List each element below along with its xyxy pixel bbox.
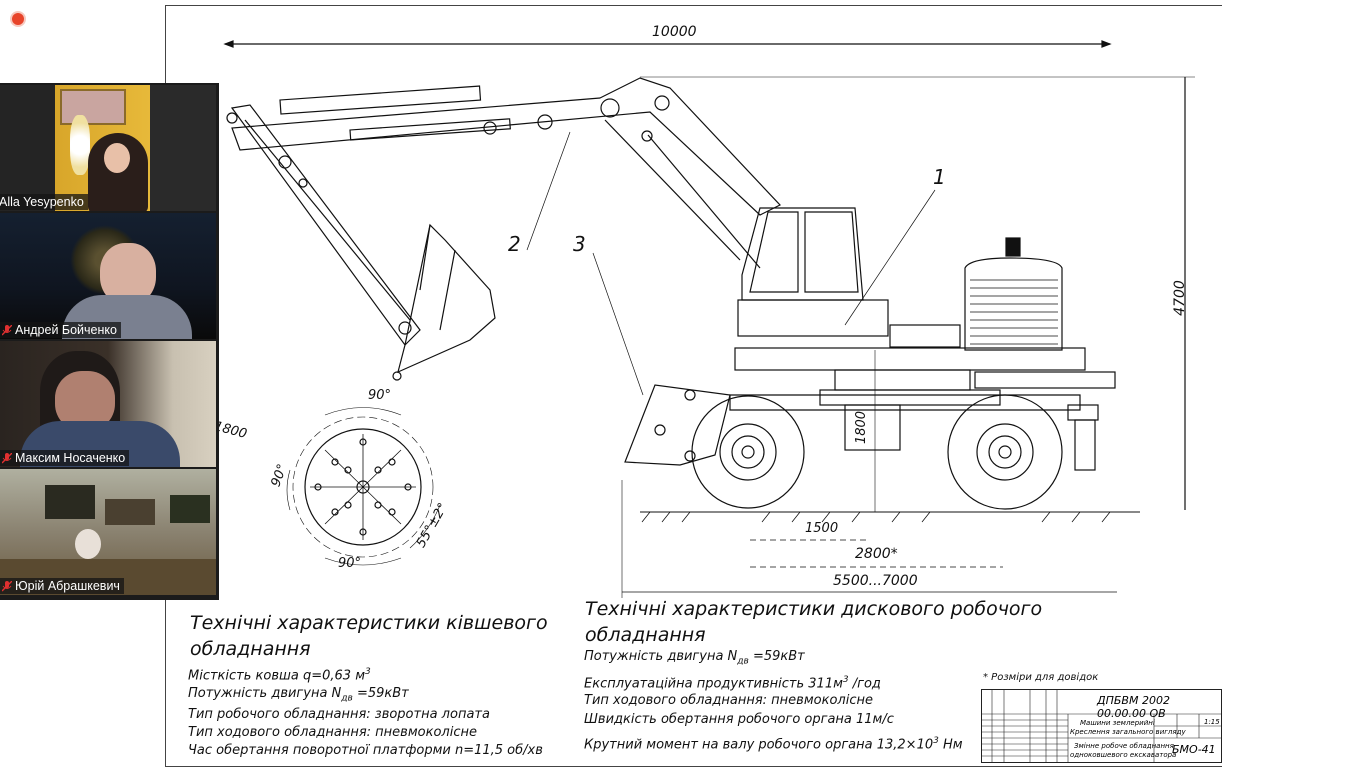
stick: [230, 104, 421, 346]
title-block-name-line1: Машини землерийні: [1080, 719, 1155, 727]
title-block-scale: 1:15: [1204, 718, 1220, 726]
mic-muted-icon: [2, 324, 12, 335]
disk-productivity: Експлуатаційна продуктивність 311м3 /год: [584, 675, 881, 692]
disk-rotation-speed: Швидкість обертання робочого органа 11м/…: [584, 712, 894, 727]
title-block-sheet-id: БМО-41: [1172, 743, 1216, 756]
video-feed: [0, 469, 216, 595]
bucket-rotation-time: Час обертання поворотної платформи n=11,…: [188, 743, 543, 758]
video-feed: [0, 85, 216, 211]
bucket-work-type: Тип робочого обладнання: зворотна лопата: [188, 707, 490, 722]
disk-view: [304, 428, 422, 546]
disk-spec-title-line1: Технічні характеристики дискового робочо…: [585, 598, 1043, 620]
disk-chassis-type: Тип ходового обладнання: пневмоколісне: [584, 693, 873, 708]
boom: [231, 77, 781, 216]
callout-3: 3: [573, 232, 586, 256]
disk-torque: Крутний момент на валу робочого органа 1…: [584, 736, 963, 753]
video-feed: [0, 341, 216, 467]
title-block-sub-line1: Змінне робоче обладнання: [1074, 742, 1174, 750]
mic-muted-icon: [2, 580, 12, 591]
dim-track: 2800*: [855, 546, 898, 562]
bucket-chassis-type: Тип ходового обладнання: пневмоколісне: [188, 725, 477, 740]
rear-wheel: [947, 394, 1063, 510]
footnote: * Розміри для довідок: [983, 672, 1099, 683]
video-tile-alla[interactable]: Alla Yesypenko: [0, 85, 216, 211]
participant-name: Андрей Бойченко: [15, 323, 117, 337]
title-block-name-line2: Креслення загального вигляду: [1070, 728, 1186, 736]
dim-disk-angle-bottom: 90°: [338, 556, 362, 571]
participant-name: Юрій Абрашкевич: [15, 579, 120, 593]
bucket-capacity: Місткість ковша q=0,63 м3: [188, 667, 371, 684]
dim-height: 4700: [1171, 280, 1188, 316]
participant-name-bar: Андрей Бойченко: [0, 322, 121, 338]
participant-name: Максим Носаченко: [15, 451, 126, 465]
video-tile-yuriy[interactable]: Юрій Абрашкевич: [0, 469, 216, 595]
blank-area: [1222, 0, 1366, 768]
callout-1: 1: [933, 165, 946, 189]
title-block: ДПБВМ 2002 00.00.00 ОВ Машини землерийні…: [981, 689, 1222, 763]
video-tile-andrey[interactable]: Андрей Бойченко: [0, 213, 216, 339]
callout-2: 2: [508, 232, 521, 256]
participants-panel: Alla Yesypenko Андрей Бойченко Максим Но…: [0, 83, 219, 600]
dim-length-range: 5500...7000: [833, 573, 918, 589]
dim-overall-length: 10000: [652, 24, 697, 40]
bucket-power: Потужність двигуна Nдв =59кВт: [188, 686, 409, 704]
cab: [741, 207, 864, 301]
video-tile-maksym[interactable]: Максим Носаченко: [0, 341, 216, 467]
mic-muted-icon: [2, 452, 12, 463]
video-feed: [0, 213, 216, 339]
bucket-spec-title-line2: обладнання: [190, 638, 311, 660]
dim-wheelbase: 1500: [805, 521, 839, 536]
disk-power: Потужність двигуна Nдв =59кВт: [584, 649, 805, 667]
participant-name-bar: Юрій Абрашкевич: [0, 578, 124, 594]
disk-attachment: [624, 384, 731, 466]
engine-hood: [964, 257, 1063, 351]
front-wheel: [691, 395, 805, 509]
recording-indicator-icon: [12, 13, 24, 25]
disk-spec-title-line2: обладнання: [585, 624, 706, 646]
bucket: [397, 223, 496, 374]
dim-disk-angle-top: 90°: [368, 388, 392, 403]
participant-name-bar: Максим Носаченко: [0, 450, 130, 466]
title-block-sub-line2: одноковшевого екскаватора: [1070, 751, 1177, 759]
title-block-doc-code: ДПБВМ 2002 00.00.00 ОВ: [1097, 694, 1170, 720]
title-block-grid: [982, 690, 1221, 762]
bucket-spec-title-line1: Технічні характеристики ківшевого: [190, 612, 548, 634]
participant-name: Alla Yesypenko: [0, 194, 88, 210]
dim-axle-height: 1800: [854, 410, 870, 445]
